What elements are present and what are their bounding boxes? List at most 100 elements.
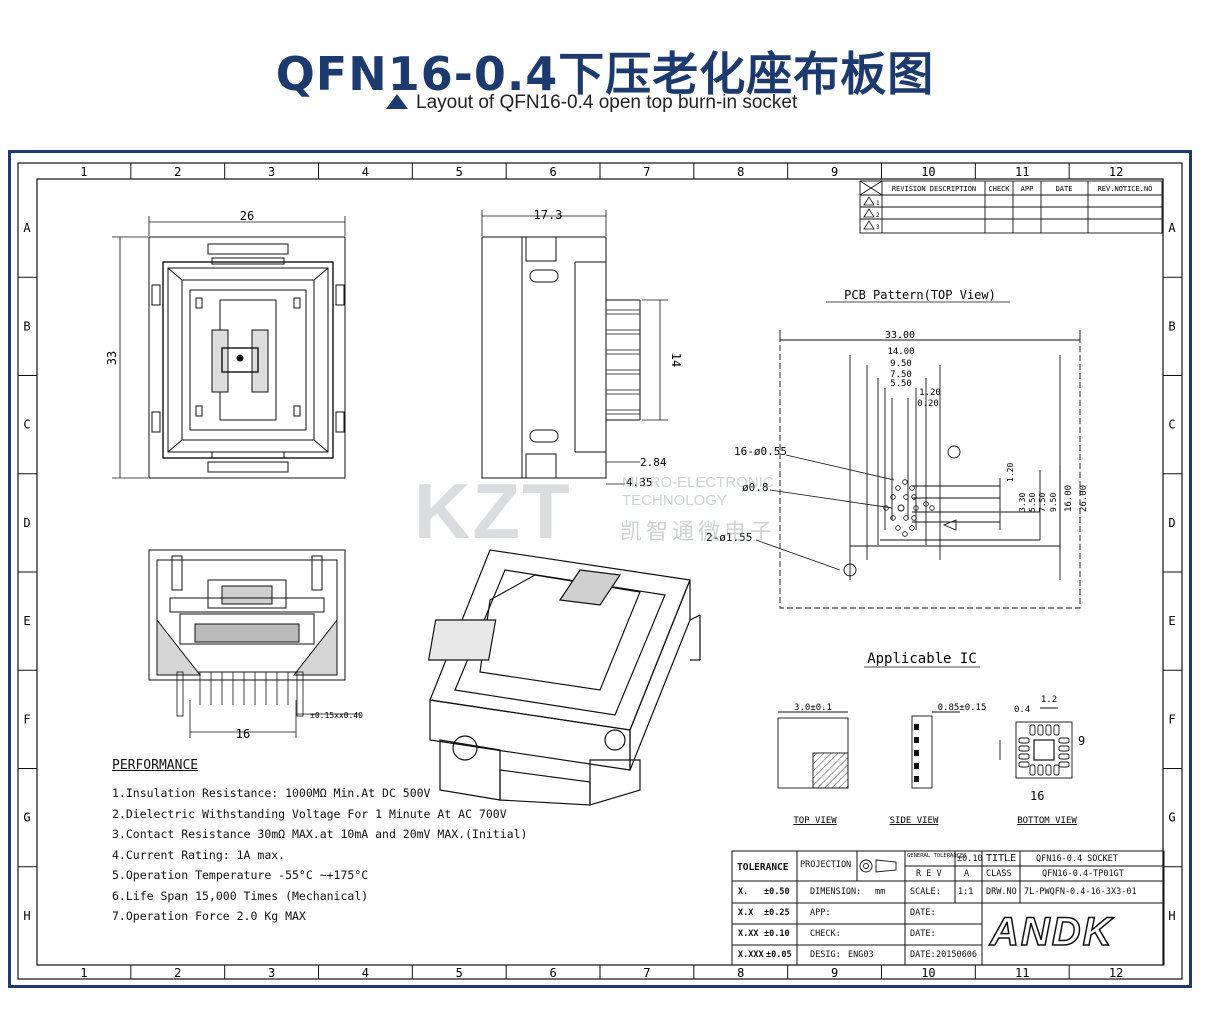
side-view-dims xyxy=(481,210,668,485)
tb-desig: DESIG: xyxy=(810,950,841,960)
tb-t2: X.X xyxy=(738,908,754,918)
pcb-hole xyxy=(911,494,917,500)
socket-iso-view xyxy=(427,549,701,806)
rev-header-notice: REV.NOTICE.NO xyxy=(1098,185,1153,193)
ic-side-pad xyxy=(914,776,919,782)
front-post xyxy=(176,671,184,717)
rev-header-check: CHECK xyxy=(988,185,1010,193)
pcb-d750: 7.50 xyxy=(890,370,912,380)
grid-col-label-top: 1 xyxy=(80,165,87,179)
pcb-title: PCB Pattern(TOP View) xyxy=(844,288,996,302)
front-width-label: 16 xyxy=(236,727,250,741)
grid-row-label-right: E xyxy=(1168,614,1175,628)
grid-col-label-top: 3 xyxy=(268,165,275,179)
pcb-r750: 7.50 xyxy=(1038,493,1047,512)
pcb-hole xyxy=(923,501,929,507)
ic-pitch-dim: 0.4 xyxy=(1014,705,1030,715)
pcb-d120: 1.20 xyxy=(919,388,941,398)
tb-t3v: ±0.10 xyxy=(764,929,790,939)
ic-top-dim: 3.0±0.1 xyxy=(794,703,832,713)
tb-scale-val: 1:1 xyxy=(958,887,974,897)
performance-item: 7.Operation Force 2.0 Kg MAX xyxy=(112,909,306,923)
side-pin-label: 14 xyxy=(669,353,683,367)
performance-item: 3.Contact Resistance 30mΩ MAX.at 10mA an… xyxy=(112,827,528,841)
grid-col-label-bottom: 8 xyxy=(737,966,744,980)
tb-drw-val: 7L-PWQFN-0.4-16-3X3-01 xyxy=(1024,887,1137,897)
grid-col-label-top: 9 xyxy=(831,165,838,179)
grid-row-label-right: A xyxy=(1168,221,1176,235)
grid-col-label-top: 4 xyxy=(362,165,369,179)
tb-t4v: ±0.05 xyxy=(766,950,792,960)
tb-projection: PROJECTION xyxy=(800,860,852,870)
pcb-hole xyxy=(903,494,909,500)
side-d1-label: 2.84 xyxy=(640,456,667,469)
pcb-d550: 5.50 xyxy=(890,379,912,389)
grid-row-label-right: D xyxy=(1168,516,1175,530)
side-width-label: 17.3 xyxy=(534,208,563,222)
page-subtitle: Layout of QFN16-0.4 open top burn-in soc… xyxy=(386,92,797,114)
pcb-holes2-label: 2-ø1.55 xyxy=(706,531,752,544)
tb-date-3: DATE: xyxy=(910,950,936,960)
tb-date-2: DATE: xyxy=(910,929,936,939)
side-d2-label: 4.35 xyxy=(626,476,653,489)
ic-pin16: 16 xyxy=(1030,789,1044,803)
grid-col-label-top: 6 xyxy=(549,165,556,179)
watermark-lines: MICRO-ELECTRONIC TECHNOLOGY xyxy=(622,474,774,510)
tb-mm: mm xyxy=(875,887,886,897)
grid-row-label-left: G xyxy=(23,811,30,825)
grid-row-label-right: G xyxy=(1168,811,1175,825)
watermark-brand: KZT xyxy=(414,467,572,555)
pcb-r1600: 16.00 xyxy=(1064,485,1074,512)
grid-row-label-right: B xyxy=(1168,319,1175,333)
ic-bottom-pad xyxy=(1037,724,1044,736)
tb-scale: SCALE: xyxy=(910,887,941,897)
tb-dimension: DIMENSION: xyxy=(810,887,862,897)
pcb-hole xyxy=(890,515,896,521)
tb-rev-val: A xyxy=(964,869,970,879)
pcb-pattern xyxy=(779,330,1081,609)
top-height-label: 33 xyxy=(105,351,119,365)
grid-col-label-top: 5 xyxy=(456,165,463,179)
pcb-r950: 9.50 xyxy=(1049,493,1058,512)
front-post xyxy=(296,671,304,717)
pcb-r2600: 26.00 xyxy=(1079,485,1089,512)
grid-row-label-left: D xyxy=(23,516,30,530)
performance-item: 2.Dielectric Withstanding Voltage For 1 … xyxy=(112,806,507,821)
pcb-hole xyxy=(913,505,919,511)
ic-pin9: 9 xyxy=(1078,734,1085,748)
tb-desig-val: ENG03 xyxy=(848,950,874,960)
ic-bottom-pads xyxy=(1018,724,1070,776)
pcb-hole xyxy=(902,479,908,485)
ic-pad-dim: 1.2 xyxy=(1041,695,1057,705)
grid-col-label-top: 2 xyxy=(174,165,181,179)
ic-bottom-pad xyxy=(1018,745,1030,752)
pcb-hole xyxy=(929,505,935,511)
ic-bottom-pad xyxy=(1037,764,1044,776)
rev-header-app: APP xyxy=(1021,185,1034,193)
title-block-grid xyxy=(731,850,1165,966)
ic-bottom-pad xyxy=(1018,753,1030,760)
pcb-hole xyxy=(895,485,901,491)
rev-row-3: 3 xyxy=(876,224,880,231)
tb-t4: X.XXX xyxy=(738,950,764,960)
grid-row-label-right: F xyxy=(1168,712,1175,726)
pcb-d33: 33.00 xyxy=(885,330,915,341)
grid-ticks xyxy=(18,163,1182,979)
pcb-r120: 1.20 xyxy=(1006,463,1015,482)
rev-triangles xyxy=(863,196,875,230)
ic-bottom-pad xyxy=(1058,761,1070,768)
ic-bottom-pad xyxy=(1018,761,1030,768)
tb-title-label: TITLE xyxy=(986,853,1017,864)
tb-t1v: ±0.50 xyxy=(764,887,790,897)
grid-col-label-bottom: 7 xyxy=(643,966,650,980)
pcb-d14: 14.00 xyxy=(887,347,914,357)
tb-class-val: QFN16-0.4-TP01GT xyxy=(1042,869,1124,879)
subtitle-text: Layout of QFN16-0.4 open top burn-in soc… xyxy=(416,92,798,113)
pcb-hole xyxy=(890,494,896,500)
rev-row-1: 1 xyxy=(876,200,880,207)
grid-col-label-bottom: 1 xyxy=(80,966,87,980)
performance-item: 6.Life Span 15,000 Times (Mechanical) xyxy=(112,888,369,903)
grid-col-label-bottom: 4 xyxy=(362,966,369,980)
ic-bottom-pad xyxy=(1058,745,1070,752)
tb-check: CHECK: xyxy=(810,929,841,939)
